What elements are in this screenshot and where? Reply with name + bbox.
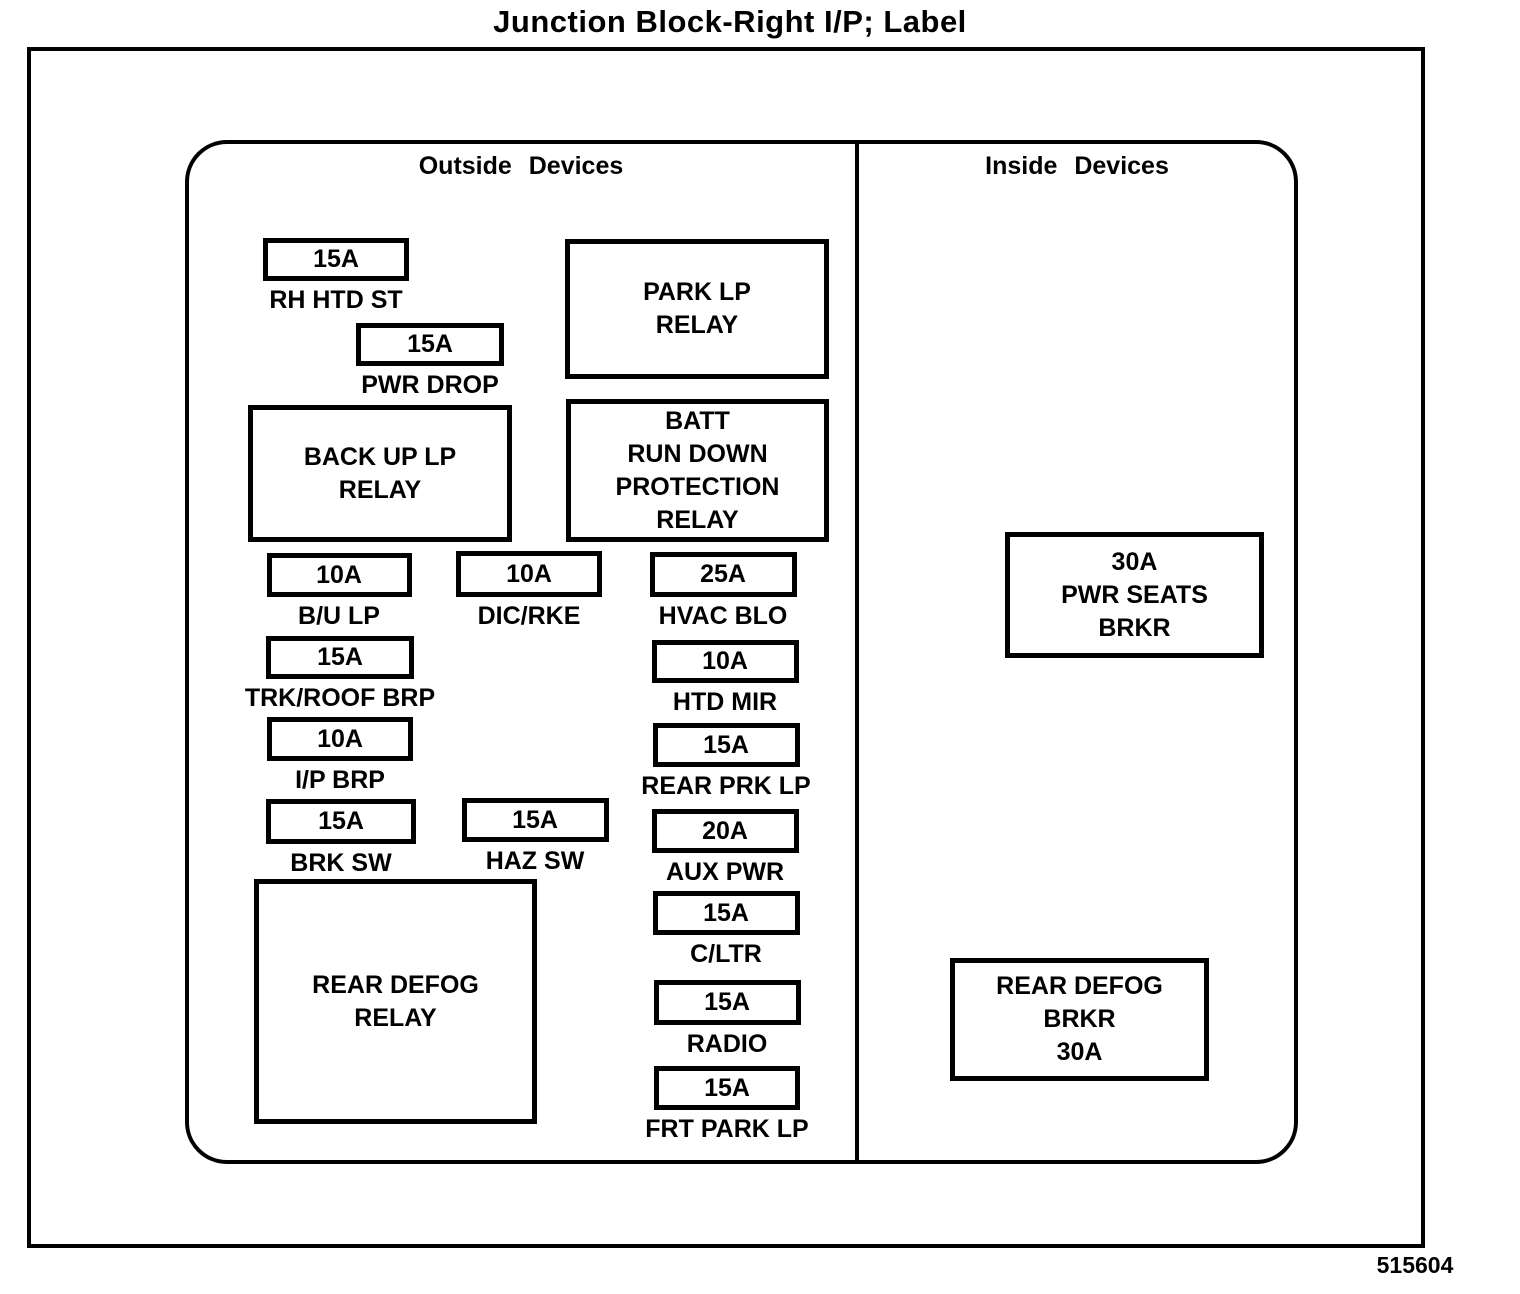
fuse-label: B/U LP: [298, 602, 380, 630]
fuse-trk-roof-brp: 15A TRK/ROOF BRP: [230, 636, 450, 713]
fuse-amp: 15A: [266, 636, 414, 679]
figure-number: 515604: [1376, 1252, 1454, 1278]
fuse-aux-pwr: 20A AUX PWR: [615, 809, 835, 887]
fuse-amp: 10A: [267, 717, 413, 761]
fuse-htd-mir: 10A HTD MIR: [615, 640, 835, 717]
fuse-amp: 15A: [654, 1066, 800, 1110]
fuse-amp: 10A: [266, 553, 412, 597]
fuse-label: HTD MIR: [672, 688, 778, 716]
fuse-frt-park-lp: 15A FRT PARK LP: [617, 1066, 837, 1144]
fuse-bu-lp: 10A B/U LP: [229, 553, 449, 631]
breaker-pwr-seats: 30A PWR SEATS BRKR: [1005, 532, 1264, 658]
fuse-pwr-drop: 15A PWR DROP: [320, 323, 540, 400]
fuse-rear-prk-lp: 15A REAR PRK LP: [616, 723, 836, 801]
fuse-amp: 15A: [266, 799, 416, 844]
fuse-label: HAZ SW: [485, 847, 585, 875]
relay-park-lp: PARK LP RELAY: [565, 239, 829, 379]
fuse-amp: 10A: [651, 640, 799, 683]
fuse-label: HVAC BLO: [658, 602, 788, 630]
fuse-label: RH HTD ST: [269, 286, 403, 314]
fuse-dic-rke: 10A DIC/RKE: [419, 551, 639, 631]
fuse-amp: 15A: [652, 891, 800, 935]
outside-devices-heading: Outside Devices: [418, 152, 624, 180]
fuse-hvac-blo: 25A HVAC BLO: [613, 552, 833, 631]
page-title: Junction Block-Right I/P; Label: [493, 4, 967, 39]
fuse-amp: 15A: [653, 980, 801, 1025]
fuse-haz-sw: 15A HAZ SW: [425, 798, 645, 876]
fuse-brk-sw: 15A BRK SW: [231, 799, 451, 878]
fuse-amp: 10A: [456, 551, 602, 597]
fuse-label: I/P BRP: [295, 766, 385, 794]
inside-devices-heading: Inside Devices: [985, 152, 1169, 180]
fuse-label: FRT PARK LP: [645, 1115, 809, 1143]
relay-back-up-lp: BACK UP LP RELAY: [248, 405, 512, 542]
fuse-label: DIC/RKE: [477, 602, 581, 630]
relay-batt-run-down-protection: BATT RUN DOWN PROTECTION RELAY: [566, 399, 829, 542]
fuse-label: REAR PRK LP: [641, 772, 811, 800]
fuse-rh-htd-st: 15A RH HTD ST: [226, 238, 446, 315]
fuse-amp: 15A: [652, 723, 800, 767]
breaker-rear-defog: REAR DEFOG BRKR 30A: [950, 958, 1209, 1081]
fuse-cltr: 15A C/LTR: [616, 891, 836, 969]
fuse-amp: 15A: [263, 238, 409, 281]
fuse-label: PWR DROP: [361, 371, 499, 399]
fuse-label: BRK SW: [290, 849, 392, 877]
fuse-label: RADIO: [686, 1030, 768, 1058]
fuse-amp: 25A: [649, 552, 797, 597]
fuse-amp: 15A: [356, 323, 504, 366]
relay-rear-defog: REAR DEFOG RELAY: [254, 879, 537, 1124]
fuse-label: AUX PWR: [665, 858, 785, 886]
fuse-ip-brp: 10A I/P BRP: [230, 717, 450, 795]
fuse-amp: 15A: [461, 798, 609, 842]
section-divider: [855, 142, 859, 1162]
fuse-radio: 15A RADIO: [617, 980, 837, 1059]
fuse-amp: 20A: [651, 809, 799, 853]
fuse-label: C/LTR: [690, 940, 762, 968]
fuse-label: TRK/ROOF BRP: [244, 684, 436, 712]
